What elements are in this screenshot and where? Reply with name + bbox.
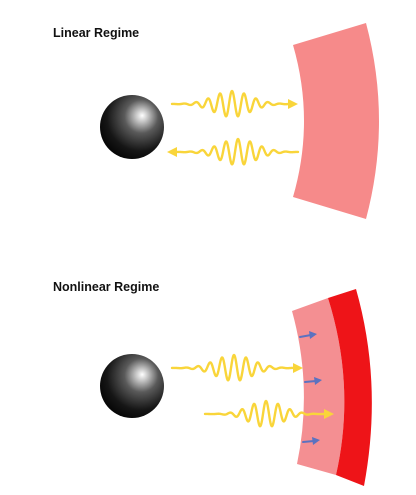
curved-mirror-inner-layer [328, 289, 372, 486]
black-sphere-icon [100, 95, 164, 159]
upper-incident-pulse-icon [170, 353, 303, 382]
linear-regime-title: Linear Regime [53, 26, 140, 40]
linear-panel [100, 23, 379, 219]
lower-incident-pulse-wave [203, 399, 328, 428]
lower-incident-pulse-icon [203, 399, 334, 428]
incident-pulse-arrowhead [288, 99, 298, 109]
reflected-pulse-arrowhead [167, 147, 177, 157]
curved-mirror-linear [293, 23, 379, 219]
lower-incident-pulse-arrowhead [324, 409, 334, 419]
nonlinear-regime-title: Nonlinear Regime [53, 280, 160, 294]
curved-mirror-outer-layer [292, 298, 345, 475]
drift-arrow-icon-1 [299, 331, 317, 339]
reflected-pulse-wave [172, 137, 300, 166]
drift-arrow-icon-2 [304, 377, 322, 385]
upper-incident-pulse-wave [170, 353, 297, 382]
drift-arrow-icon-3 [302, 437, 320, 445]
reflected-pulse-icon [167, 137, 300, 166]
black-sphere-icon [100, 354, 164, 418]
incident-pulse-icon [170, 89, 298, 118]
incident-pulse-wave [170, 89, 292, 118]
nonlinear-panel [100, 289, 372, 486]
upper-incident-pulse-arrowhead [293, 363, 303, 373]
